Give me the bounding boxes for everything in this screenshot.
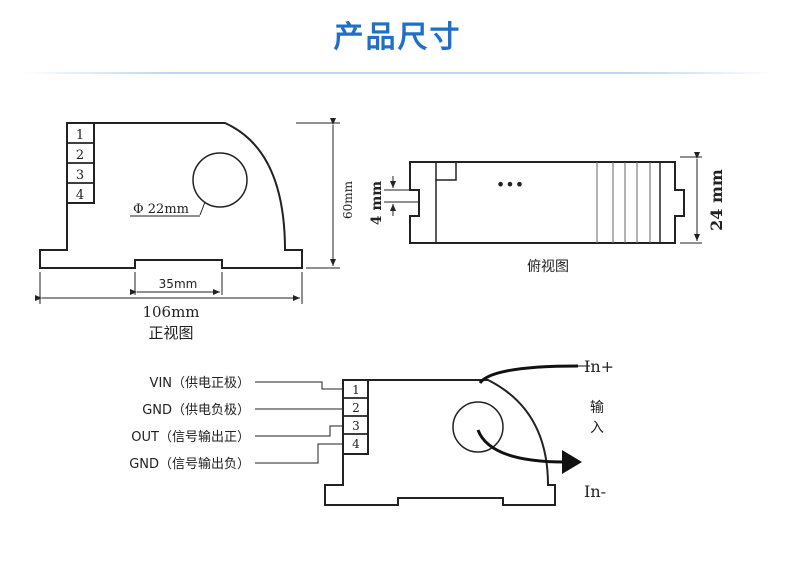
input-wire-in <box>478 364 579 384</box>
slot-width-label: 35mm <box>159 277 198 291</box>
top-view: ••• 4 mm 24 mm 俯视图 <box>369 152 726 275</box>
front-view-caption: 正视图 <box>148 324 193 342</box>
front-pin-4: 4 <box>76 188 84 203</box>
input-label-1: 输 <box>590 400 604 416</box>
hole-diameter-label: Φ 22mm <box>133 202 189 217</box>
input-label-2: 入 <box>590 420 604 436</box>
top-view-dots: ••• <box>496 175 524 194</box>
front-view-hole <box>192 152 248 208</box>
front-view: 1 2 3 4 Φ 22mm 60mm 35mm 106mm 正视图 <box>35 118 355 342</box>
wiring-view: 1 2 3 4 VIN（供电正极） GND（供电负极） OUT（信号输出正） G… <box>129 357 614 506</box>
wiring-hole <box>452 401 504 453</box>
top-view-outline <box>409 161 685 244</box>
front-width-label: 106mm <box>142 303 199 321</box>
wiring-pin-2: 2 <box>352 401 360 415</box>
wiring-label-out: OUT（信号输出正） <box>131 429 250 445</box>
wiring-label-vin: VIN（供电正极） <box>150 376 250 391</box>
wiring-pin-1: 1 <box>352 383 360 397</box>
current-arrow-icon <box>562 450 582 474</box>
input-wire-out <box>476 429 566 464</box>
front-pin-2: 2 <box>76 148 84 163</box>
wiring-label-gnd-power: GND（供电负极） <box>142 403 250 418</box>
title-divider <box>20 72 775 74</box>
front-pin-1: 1 <box>76 128 84 143</box>
in-minus-label: In- <box>584 482 606 501</box>
top-height-label: 24 mm <box>707 169 726 231</box>
notch-width-label: 4 mm <box>369 181 385 225</box>
front-pin-3: 3 <box>76 168 84 183</box>
wiring-sensor-outline <box>324 379 556 506</box>
top-view-caption: 俯视图 <box>527 259 569 275</box>
page-title: 产品尺寸 <box>333 20 462 55</box>
wiring-label-gnd-signal: GND（信号输出负） <box>129 456 250 472</box>
in-plus-label: In+ <box>584 357 614 376</box>
front-height-label: 60mm <box>341 180 355 219</box>
wiring-pin-3: 3 <box>352 419 360 433</box>
front-view-outline <box>39 122 303 269</box>
wiring-pin-4: 4 <box>352 437 360 451</box>
